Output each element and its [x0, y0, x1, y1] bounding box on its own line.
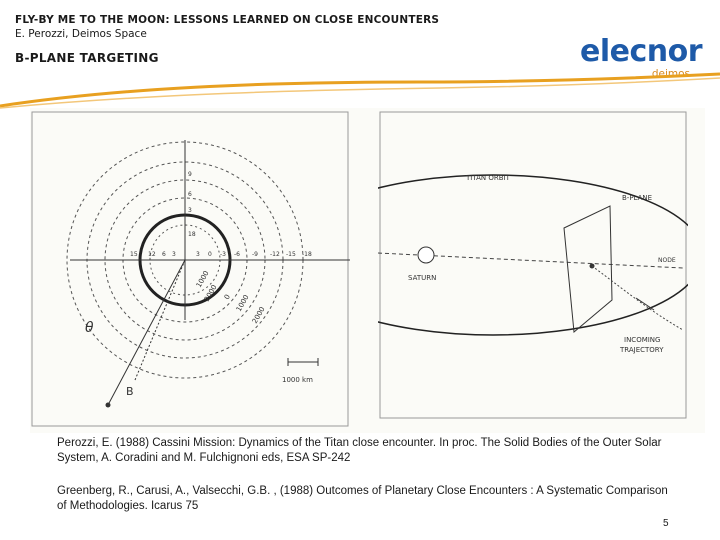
curve-label-0: 0	[223, 293, 232, 301]
ring-label-minus15: -15	[286, 251, 296, 258]
presentation-author: E. Perozzi, Deimos Space	[15, 28, 147, 40]
titan-orbit-label: TITAN ORBIT	[465, 174, 511, 182]
header-swoosh-divider	[0, 72, 720, 109]
scale-label: 1000 km	[282, 376, 313, 384]
ring-label-15: 15	[130, 251, 138, 258]
presentation-title: FLY-BY ME TO THE MOON: LESSONS LEARNED O…	[15, 14, 440, 26]
curve-label-1000a: 1000	[195, 270, 211, 289]
trajectory-label: TRAJECTORY	[619, 346, 664, 354]
b-plane-label: B-PLANE	[622, 194, 652, 202]
curve-label-1000b: 1000	[235, 294, 251, 313]
saturn-label: SATURN	[408, 274, 436, 282]
ring-label-9: 9	[188, 171, 192, 178]
incoming-label: INCOMING	[624, 336, 660, 344]
ring-label-0: 0	[208, 251, 212, 258]
ring-label-minus3: -3	[220, 251, 226, 258]
ring-label-minus18: -18	[302, 251, 312, 258]
b-plane-geometry-figure: TITAN ORBIT B-PLANE NODE SATURN INCOMING…	[378, 111, 688, 419]
ring-label-18: 18	[188, 231, 196, 238]
b-vector-label: B	[126, 385, 134, 398]
slide-title: B-PLANE TARGETING	[15, 51, 159, 65]
reference-1: Perozzi, E. (1988) Cassini Mission: Dyna…	[57, 437, 662, 464]
node-label: NODE	[658, 257, 676, 264]
elecnor-deimos-logo: elecnor deimos	[580, 34, 703, 84]
logo-wordmark: elecnor	[580, 34, 703, 69]
curve-label-2000b: 2000	[251, 306, 267, 325]
ring-label-minus9: -9	[252, 251, 258, 258]
ring-label-6: 6	[188, 191, 192, 198]
ring-label-12: 12	[148, 251, 156, 258]
ring-label-3c: 3	[196, 251, 200, 258]
ring-label-3: 3	[188, 207, 192, 214]
ring-label-minus6: -6	[234, 251, 240, 258]
references: Perozzi, E. (1988) Cassini Mission: Dyna…	[57, 436, 677, 532]
page-number: 5	[663, 518, 669, 529]
ring-label-6b: 6	[162, 251, 166, 258]
ring-label-minus12: -12	[270, 251, 280, 258]
ring-label-3b: 3	[172, 251, 176, 258]
theta-label: θ	[85, 320, 94, 336]
reference-2: Greenberg, R., Carusi, A., Valsecchi, G.…	[57, 485, 668, 512]
b-plane-contour-figure: θ B 9 6 3 18 15 12 6 3 3 0 -3 -6 -9 -12 …	[31, 111, 350, 427]
